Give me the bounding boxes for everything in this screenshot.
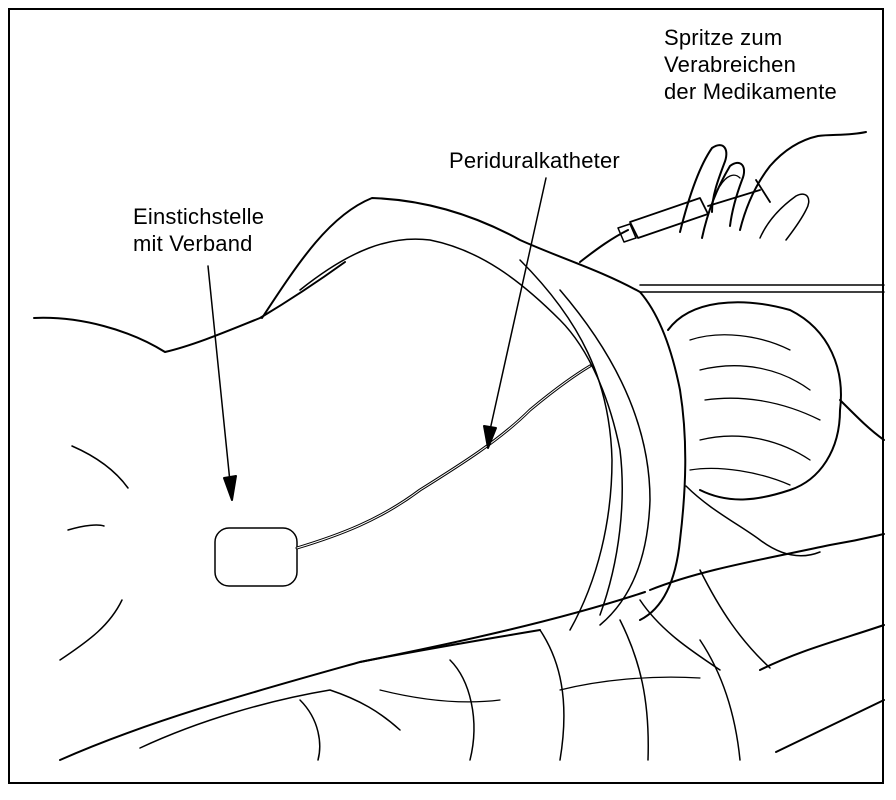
catheter-label: Periduralkatheter [449, 147, 620, 174]
syringe-label-line: Verabreichen [664, 51, 837, 78]
sheet-fold [300, 700, 320, 760]
hair-detail [690, 335, 820, 485]
sheet-fold [540, 630, 564, 760]
catheter-line [297, 366, 590, 548]
hand-outline [680, 145, 726, 232]
catheter-line-inner [297, 366, 590, 548]
back-outline [34, 262, 345, 352]
sheet-fold [450, 660, 474, 760]
catheter-arrow-line [490, 178, 546, 430]
bed-edge [760, 625, 884, 752]
hand-outline [760, 194, 809, 240]
skin-fold [68, 525, 104, 530]
skin-fold [60, 600, 122, 660]
catheter-arrowhead [484, 426, 496, 448]
hand-outline [702, 163, 744, 238]
pillow-outline [840, 400, 884, 440]
mattress-fold [700, 570, 770, 668]
insertion-site-label-line: mit Verband [133, 230, 264, 257]
syringe-label-line: Spritze zum [664, 24, 837, 51]
insertion-site-label-line: Einstichstelle [133, 203, 264, 230]
skin-fold [72, 446, 128, 488]
sheet-fold [620, 620, 648, 760]
sheet-fold [700, 640, 740, 760]
arm-outline [262, 198, 685, 620]
arm-inner [300, 239, 622, 615]
arm-fold [560, 290, 650, 625]
syringe-barrel [630, 198, 708, 238]
sheet-fold [140, 690, 400, 748]
syringe-label: Spritze zum Verabreichen der Medikamente [664, 24, 837, 105]
catheter-label-text: Periduralkatheter [449, 147, 620, 174]
face-line [686, 486, 820, 556]
bed-rail [640, 285, 884, 292]
arm-fold [520, 260, 612, 630]
site-arrow-line [208, 266, 230, 482]
sheet-top [360, 630, 540, 662]
site-arrowhead [224, 476, 236, 500]
sheet-fold [380, 690, 500, 702]
back-lower-edge [60, 592, 645, 760]
insertion-site-label: Einstichstelle mit Verband [133, 203, 264, 257]
sheet-fold [560, 677, 700, 690]
syringe-label-line: der Medikamente [664, 78, 837, 105]
bandage [215, 528, 297, 586]
bed-surface [650, 534, 884, 590]
